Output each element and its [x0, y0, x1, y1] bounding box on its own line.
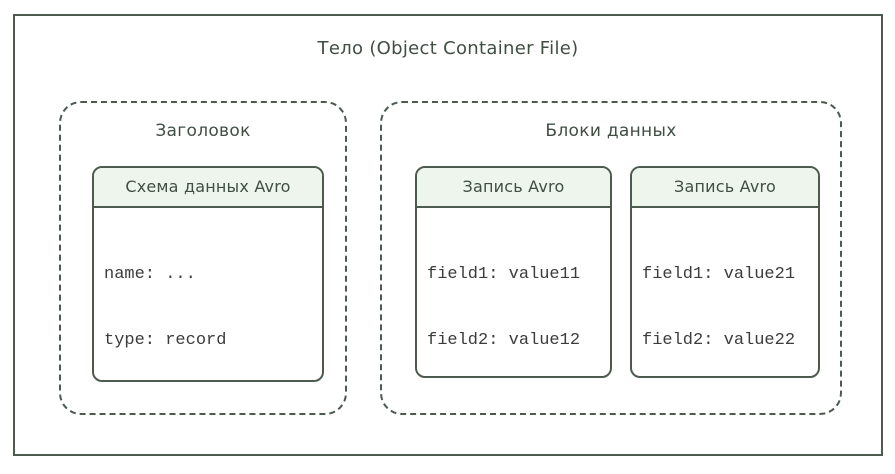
record-line: field2: value22 — [642, 331, 796, 350]
avro-record-card-2-body: field1: value21 field2: value22 ... [sys… — [632, 208, 818, 376]
avro-record-card-1: Запись Avro field1: value11 field2: valu… — [415, 166, 612, 378]
record-line: field1: value11 — [427, 265, 581, 284]
avro-record-card-1-body: field1: value11 field2: value12 ... [sys… — [417, 208, 610, 376]
avro-record-card-1-title: Запись Avro — [417, 168, 610, 208]
header-group-label: Заголовок — [155, 121, 251, 141]
record-line: field2: value12 — [427, 331, 581, 350]
avro-schema-card-body: name: ... type: record field1: datatype1… — [94, 208, 322, 380]
avro-record-card-2: Запись Avro field1: value21 field2: valu… — [630, 166, 820, 378]
avro-schema-card-title: Схема данных Avro — [94, 168, 322, 208]
header-group-box: Заголовок Схема данных Avro name: ... ty… — [59, 101, 347, 415]
record-line: field1: value21 — [642, 265, 796, 284]
data-blocks-group-box: Блоки данных Запись Avro field1: value11… — [380, 101, 842, 415]
avro-record-card-2-title: Запись Avro — [632, 168, 818, 208]
diagram-title: Тело (Object Container File) — [317, 38, 579, 59]
schema-line: type: record — [104, 331, 227, 350]
avro-schema-card: Схема данных Avro name: ... type: record… — [92, 166, 324, 382]
data-blocks-group-label: Блоки данных — [545, 121, 677, 141]
object-container-file-box: Тело (Object Container File) Заголовок С… — [13, 14, 883, 456]
schema-line: name: ... — [104, 265, 196, 284]
